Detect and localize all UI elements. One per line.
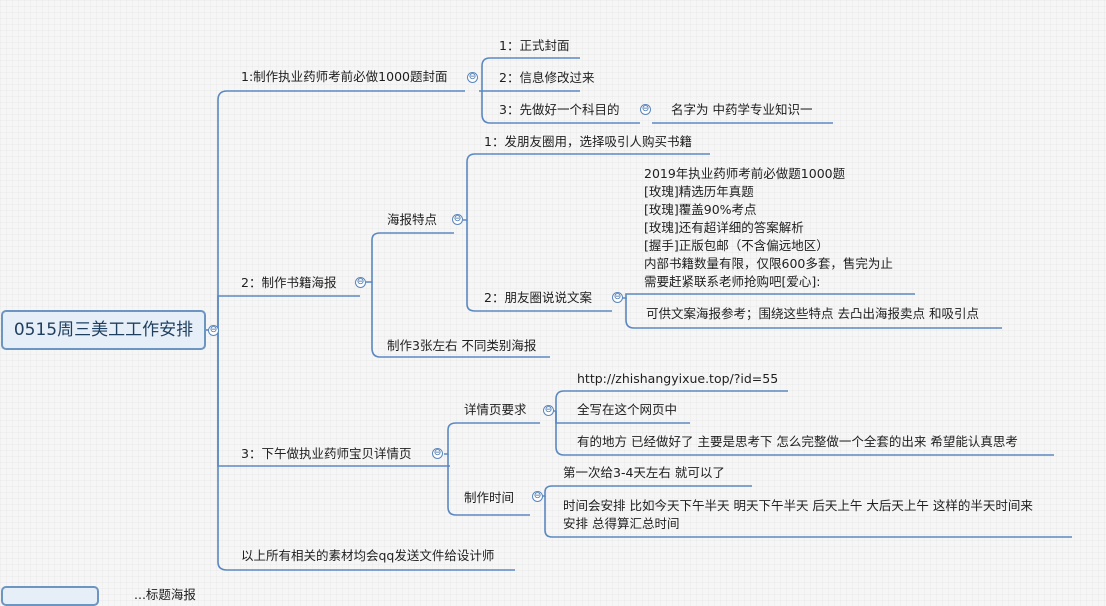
branch-3-label[interactable]: 3：下午做执业药师宝贝详情页: [241, 446, 412, 461]
poster-features-label[interactable]: 海报特点: [387, 212, 438, 227]
root-node[interactable]: 0515周三美工工作安排: [1, 310, 206, 350]
b1-child-3-detail[interactable]: 名字为 中药学专业知识一: [671, 102, 813, 117]
copy-line: [玫瑰]精选历年真题: [644, 184, 754, 199]
copy-line: [玫瑰]还有超详细的答案解析: [644, 220, 804, 235]
collapse-features-icon[interactable]: ⊖: [452, 214, 463, 225]
copy-line: 内部书籍数量有限，仅限600多套，售完为止: [644, 256, 893, 271]
moments-copy-text[interactable]: 2019年执业药师考前必做题1000题 [玫瑰]精选历年真题 [玫瑰]覆盖90%…: [644, 165, 893, 291]
requirements-url[interactable]: http://zhishangyixue.top/?id=55: [577, 371, 779, 386]
copy-line: [玫瑰]覆盖90%考点: [644, 202, 757, 217]
detail-requirements-label[interactable]: 详情页要求: [464, 402, 527, 417]
branch-2-label[interactable]: 2：制作书籍海报: [241, 275, 337, 290]
copy-line: [握手]正版包邮（不含偏远地区）: [644, 238, 829, 253]
copy-line: 2019年执业药师考前必做题1000题: [644, 166, 846, 181]
collapse-branch-2-icon[interactable]: ⊖: [355, 277, 366, 288]
b1-child-2[interactable]: 2：信息修改过来: [499, 70, 595, 85]
copy-line: 需要赶紧联系老师抢购吧[爱心]:: [644, 274, 821, 289]
collapse-root-icon[interactable]: ⊖: [208, 325, 219, 336]
b1-child-1[interactable]: 1：正式封面: [499, 38, 570, 53]
collapse-time-icon[interactable]: ⊖: [532, 491, 543, 502]
time-child-2-line: 安排 总得算汇总时间: [563, 516, 680, 531]
branch-4-label[interactable]: 以上所有相关的素材均会qq发送文件给设计师: [241, 548, 495, 563]
time-child-2[interactable]: 时间会安排 比如今天下午半天 明天下午半天 后天上午 大后天上午 这样的半天时间…: [563, 497, 1033, 533]
partial-node-label: ...标题海报: [134, 587, 196, 602]
collapse-b1-child-3-icon[interactable]: ⊖: [640, 104, 651, 115]
collapse-branch-1-icon[interactable]: ⊖: [467, 72, 478, 83]
features-child-2[interactable]: 2：朋友圈说说文案: [484, 290, 592, 305]
copy-note[interactable]: 可供文案海报参考；围绕这些特点 去凸出海报卖点 和吸引点: [646, 306, 979, 321]
b2-child-2[interactable]: 制作3张左右 不同类别海报: [387, 338, 537, 353]
requirements-child-2[interactable]: 全写在这个网页中: [577, 402, 678, 417]
collapse-branch-3-icon[interactable]: ⊖: [432, 448, 443, 459]
time-child-2-line: 时间会安排 比如今天下午半天 明天下午半天 后天上午 大后天上午 这样的半天时间…: [563, 498, 1033, 513]
second-root-node[interactable]: [1, 586, 99, 606]
collapse-requirements-icon[interactable]: ⊖: [543, 405, 554, 416]
collapse-copy-icon[interactable]: ⊖: [612, 292, 623, 303]
requirements-child-3[interactable]: 有的地方 已经做好了 主要是思考下 怎么完整做一个全套的出来 希望能认真思考: [577, 434, 1018, 449]
time-child-1[interactable]: 第一次给3-4天左右 就可以了: [563, 465, 725, 480]
production-time-label[interactable]: 制作时间: [464, 490, 515, 505]
features-child-1[interactable]: 1：发朋友圈用，选择吸引人购买书籍: [484, 134, 692, 149]
branch-1-label[interactable]: 1:制作执业药师考前必做1000题封面: [241, 69, 448, 84]
b1-child-3[interactable]: 3：先做好一个科目的: [499, 102, 620, 117]
